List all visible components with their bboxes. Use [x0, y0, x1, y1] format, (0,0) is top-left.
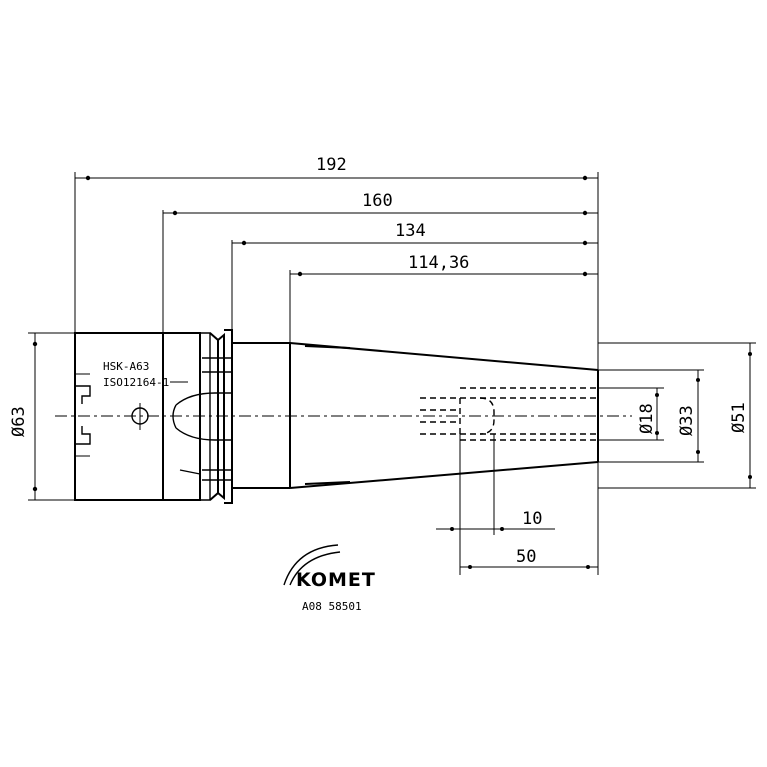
length-dimensions: 192 160 134 114,36	[74, 155, 599, 575]
diameter-dimensions: Ø63 Ø18 Ø33 Ø51	[9, 332, 756, 501]
dim-length-10: 10	[522, 509, 542, 529]
part-number: A08 58501	[302, 600, 362, 613]
brand-logo-text: KOMET	[296, 569, 376, 591]
dim-length-160: 160	[362, 191, 393, 211]
dim-diameter-63: Ø63	[9, 406, 29, 437]
dim-length-134: 134	[395, 221, 426, 241]
brand-logo: KOMET	[283, 544, 376, 591]
bore-hidden-lines	[420, 387, 598, 441]
dim-diameter-18: Ø18	[637, 403, 657, 434]
dim-diameter-33: Ø33	[677, 405, 697, 436]
interface-label: HSK-A63	[103, 360, 149, 373]
dim-length-50: 50	[516, 547, 536, 567]
lower-dimensions: 10 50	[436, 434, 598, 575]
dim-length-114: 114,36	[408, 253, 469, 273]
dim-diameter-51: Ø51	[729, 402, 749, 433]
standard-label: ISO12164-1	[103, 376, 169, 389]
dim-overall-length: 192	[316, 155, 347, 175]
